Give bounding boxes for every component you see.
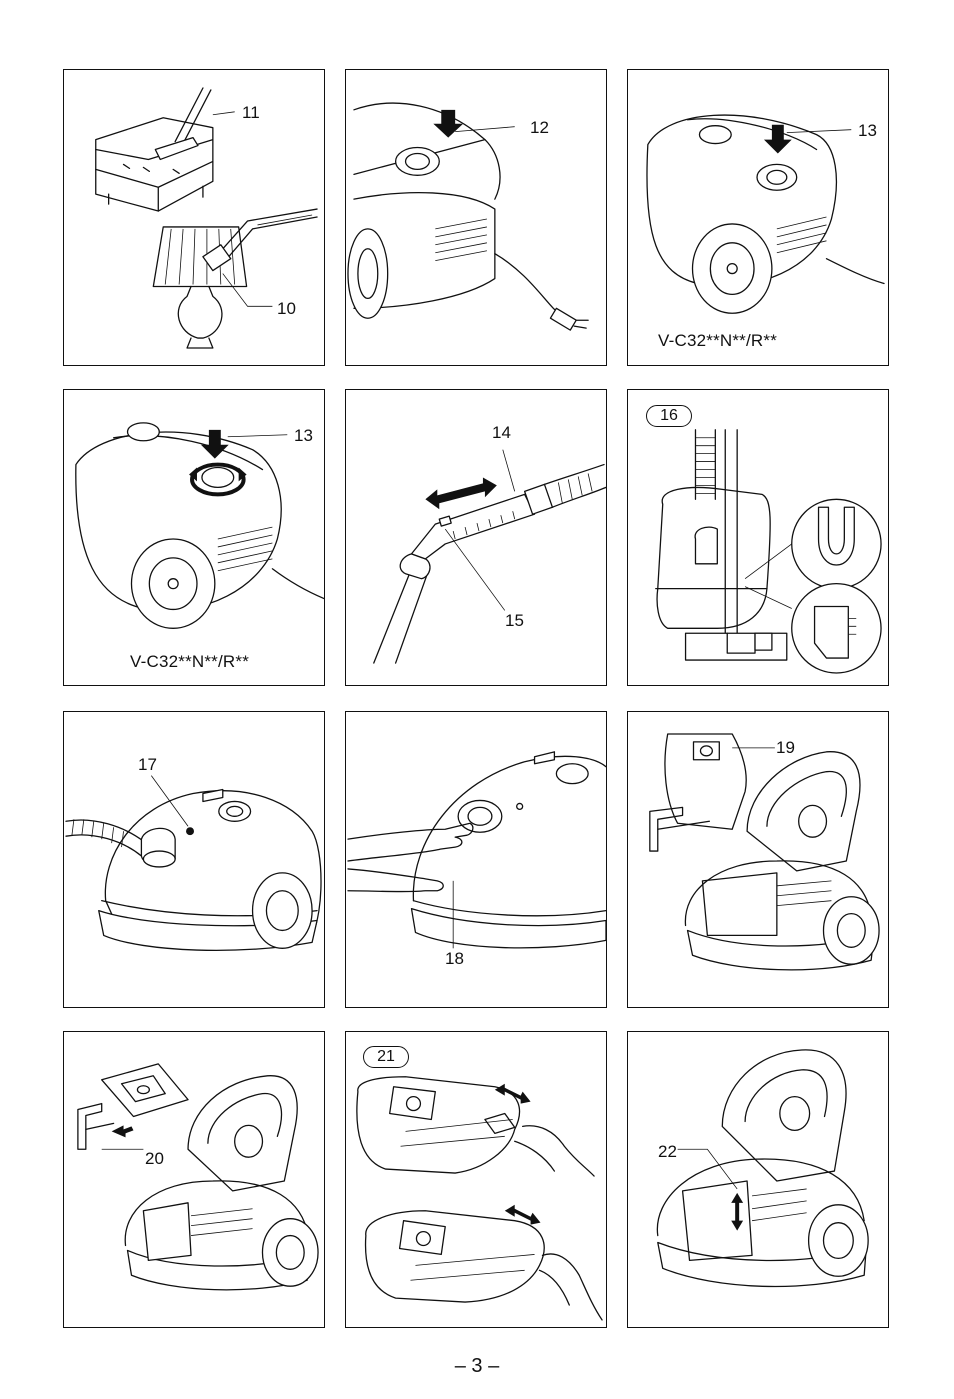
panel-4-power-control-rotate: 13 V-C32**N**/R** <box>63 389 325 686</box>
step-badge-21: 21 <box>363 1046 409 1068</box>
step-badge-16: 16 <box>646 405 692 427</box>
panel-1-sofa-lamp: 11 10 <box>63 69 325 366</box>
illustration-seal-dust-bag <box>356 1076 603 1321</box>
illustration-install-bag-holder <box>656 1049 869 1288</box>
panel-8-hose-removal: 18 <box>345 711 607 1008</box>
illustration-sofa-lamp-cleaning <box>95 87 318 349</box>
callout-10: 10 <box>277 299 296 318</box>
illustration-hose-handle-slider <box>373 449 606 664</box>
callout-17: 17 <box>138 755 157 774</box>
callout-20: 20 <box>145 1149 164 1168</box>
callout-13: 13 <box>294 426 313 445</box>
panel-7-bag-full-indicator: 17 <box>63 711 325 1008</box>
panel-2-hose-release: 12 <box>345 69 607 366</box>
illustration-upright-storage <box>655 429 882 674</box>
callout-22: 22 <box>658 1142 677 1161</box>
panel-10-remove-bag: 20 <box>63 1031 325 1328</box>
model-label: V-C32**N**/R** <box>130 652 250 671</box>
callout-11: 11 <box>242 103 260 122</box>
panel-11-dust-bag-seal: 21 <box>345 1031 607 1328</box>
illustration-vacuum-power-knob <box>646 114 885 314</box>
callout-12: 12 <box>530 118 549 137</box>
illustration-remove-dust-bag <box>77 1063 319 1291</box>
panel-5-hose-handle: 14 15 <box>345 389 607 686</box>
illustration-vacuum-rotate-knob <box>75 422 324 629</box>
callout-19: 19 <box>776 738 795 757</box>
callout-18: 18 <box>445 949 464 968</box>
panel-9-open-cover: 19 <box>627 711 889 1008</box>
model-label: V-C32**N**/R** <box>658 331 778 350</box>
panel-12-bag-holder: 22 <box>627 1031 889 1328</box>
panel-6-storage: 16 <box>627 389 889 686</box>
callout-15: 15 <box>505 611 524 630</box>
illustration-hands-remove-hose <box>347 751 606 949</box>
panel-3-power-control: 13 V-C32**N**/R** <box>627 69 889 366</box>
callout-14: 14 <box>492 423 511 442</box>
illustration-vacuum-front-indicator <box>65 775 322 951</box>
illustration-open-dust-compartment <box>649 733 880 971</box>
illustration-vacuum-press-button <box>347 102 589 331</box>
page-number: – 3 – <box>454 1355 500 1377</box>
callout-13: 13 <box>858 121 877 140</box>
